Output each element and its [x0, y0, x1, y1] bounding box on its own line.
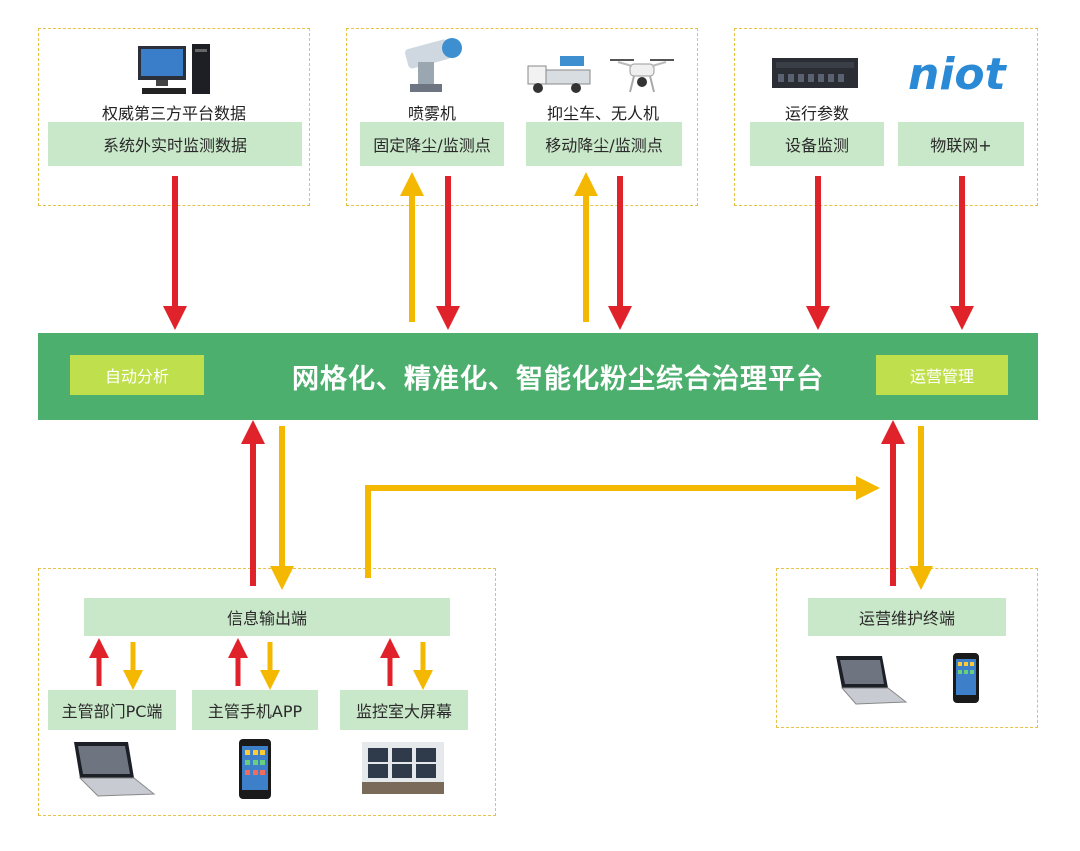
dust-truck-icon: [527, 56, 591, 93]
group-ops-terminal: [776, 568, 1038, 728]
arrow-connector: [365, 476, 880, 578]
group-dust-points: [346, 28, 698, 206]
truck-drone-caption: 抑尘车、无人机: [546, 104, 659, 123]
control-room-screen-box[interactable]: 监控室大屏幕: [340, 690, 468, 730]
run-params-caption: 运行参数: [784, 104, 849, 123]
ops-laptop-icon: [836, 656, 908, 705]
controller-device-icon: [772, 58, 858, 88]
desktop-computer-icon: [138, 44, 210, 94]
external-monitoring-box[interactable]: 系统外实时监测数据: [48, 122, 302, 166]
drone-icon: [610, 59, 674, 93]
laptop-icon: [74, 742, 156, 797]
sprayer-caption: 喷雾机: [407, 104, 456, 123]
group-monitoring: [734, 28, 1038, 206]
iot-box[interactable]: 物联网+: [898, 122, 1024, 166]
platform-title: 网格化、精准化、智能化粉尘综合治理平台: [292, 364, 824, 395]
group-info-output: [38, 568, 496, 816]
device-monitor-box[interactable]: 设备监测: [750, 122, 884, 166]
fixed-dust-box[interactable]: 固定降尘/监测点: [360, 122, 504, 166]
auto-analysis-button[interactable]: 自动分析: [70, 355, 204, 395]
third-party-caption: 权威第三方平台数据: [101, 104, 246, 123]
mobile-dust-box[interactable]: 移动降尘/监测点: [526, 122, 682, 166]
ops-smartphone-icon: [953, 653, 979, 703]
info-output-header[interactable]: 信息输出端: [84, 598, 450, 636]
big-screen-icon: [362, 742, 444, 794]
niot-logo-icon: niot: [908, 49, 1006, 100]
smartphone-icon: [239, 739, 271, 799]
platform-band: 自动分析 网格化、精准化、智能化粉尘综合治理平台 运营管理: [38, 333, 1038, 420]
mobile-app-box[interactable]: 主管手机APP: [192, 690, 318, 730]
pc-terminal-box[interactable]: 主管部门PC端: [48, 690, 176, 730]
sprayer-icon: [405, 38, 462, 92]
operations-management-button[interactable]: 运营管理: [876, 355, 1008, 395]
ops-terminal-header[interactable]: 运营维护终端: [808, 598, 1006, 636]
